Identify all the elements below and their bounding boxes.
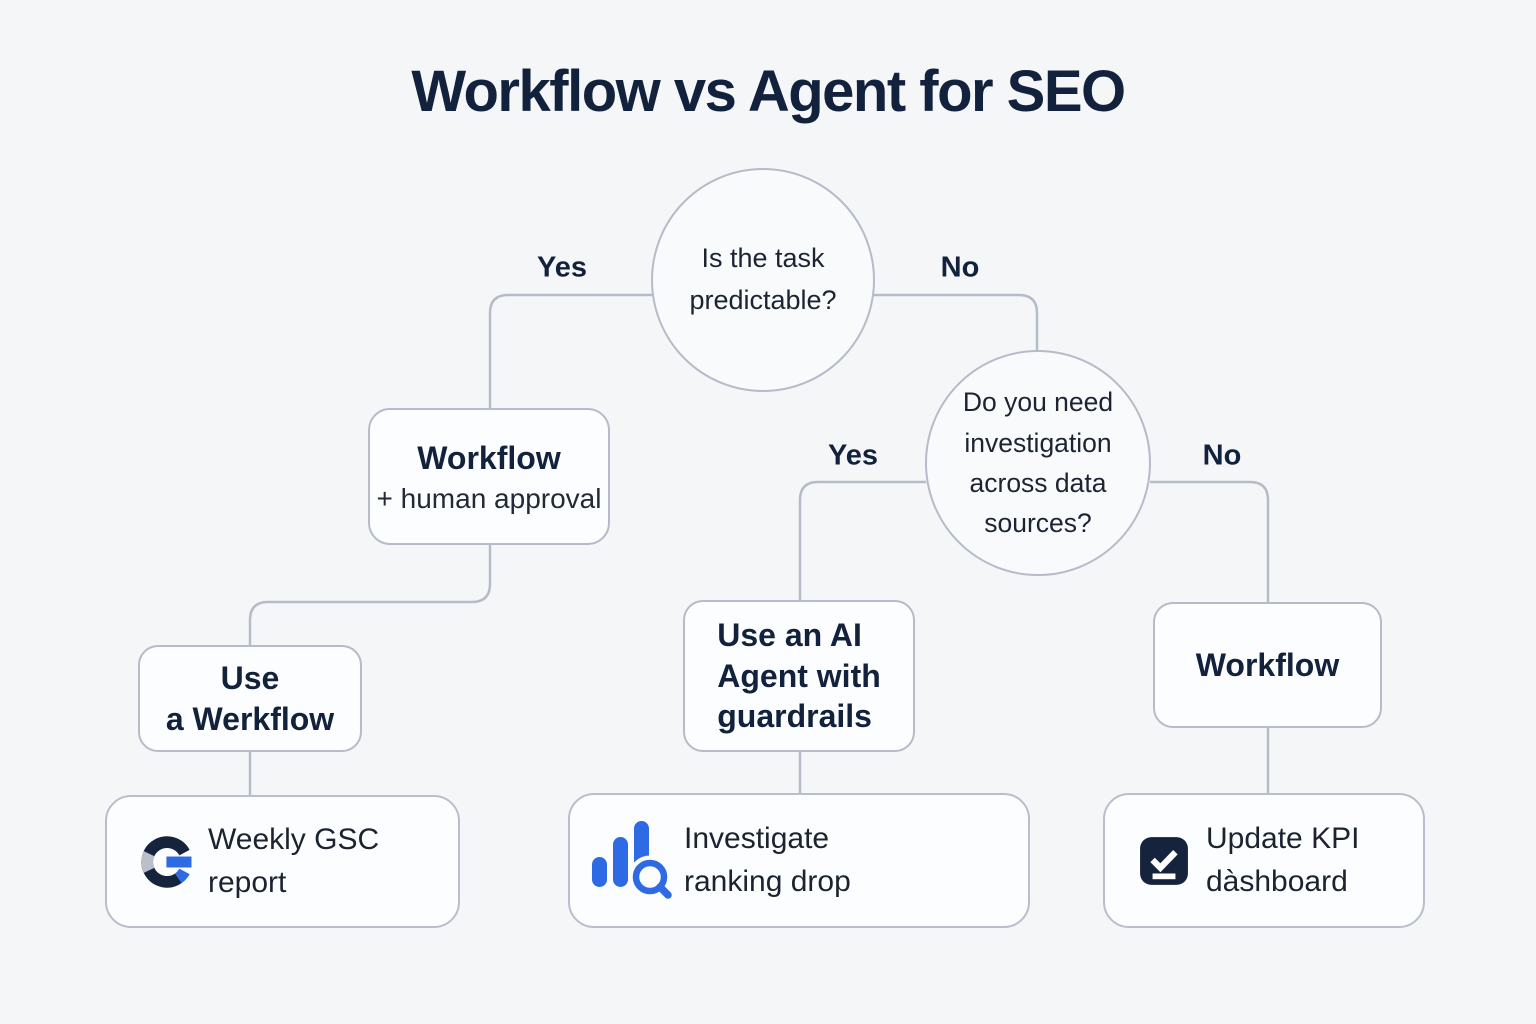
root-no-label: No (940, 251, 980, 284)
edge-second-no (1150, 480, 1270, 602)
edge-approval-to-useworkflow (248, 545, 492, 645)
node-ai-agent-line1: Use an AI (717, 616, 862, 653)
edge-second-yes (798, 480, 926, 600)
node-workflow-human-approval-subtitle: + human approval (376, 482, 602, 514)
decision-need-investigation-text: Do you need investigation across data so… (962, 387, 1114, 539)
kpi-text-line1: Update KPI (1206, 821, 1360, 855)
example-update-kpi-dashboard: Update KPI dàshboard (1103, 793, 1425, 928)
kpi-text-line2: dàshboard (1206, 864, 1348, 898)
node-workflow-human-approval: Workflow + human approval (368, 408, 610, 545)
check-square-icon (1139, 835, 1189, 887)
google-g-icon (139, 834, 195, 890)
node-use-workflow-line1: Use (220, 659, 280, 696)
second-yes-label: Yes (828, 439, 878, 472)
decision-task-predictable: Is the task predictable? (651, 168, 875, 392)
edge-root-yes (488, 293, 652, 408)
node-use-workflow: Use a Werkflow (138, 645, 362, 752)
investigate-text-line2: ranking drop (684, 864, 851, 898)
example-update-kpi-dashboard-text: Update KPI dàshboard (1206, 818, 1359, 903)
investigate-text-line1: Investigate (684, 821, 830, 855)
decision-task-predictable-text: Is the task predictable? (689, 243, 837, 315)
decision-need-investigation: Do you need investigation across data so… (925, 350, 1151, 576)
root-yes-label: Yes (537, 251, 587, 284)
bar-chart-search-icon (590, 819, 674, 903)
node-workflow-human-approval-title: Workflow (417, 440, 561, 477)
gsc-text-line2: report (208, 865, 287, 899)
node-ai-agent-line3: guardrails (717, 698, 872, 735)
example-investigate-ranking-drop: Investigate ranking drop (568, 793, 1030, 928)
node-ai-agent-line2: Agent with (717, 657, 881, 694)
node-ai-agent-guardrails: Use an AI Agent with guardrails (683, 600, 915, 752)
edge-root-no (874, 293, 1039, 353)
node-workflow-plain: Workflow (1153, 602, 1382, 728)
page-title: Workflow vs Agent for SEO (411, 59, 1126, 124)
second-no-label: No (1202, 439, 1242, 472)
example-weekly-gsc-report: Weekly GSC report (105, 795, 460, 928)
gsc-text-line1: Weekly GSC (208, 822, 380, 856)
node-use-workflow-line2: a Werkflow (165, 700, 335, 737)
example-weekly-gsc-report-text: Weekly GSC report (208, 819, 379, 904)
node-workflow-plain-label: Workflow (1195, 646, 1340, 683)
example-investigate-ranking-drop-text: Investigate ranking drop (684, 818, 851, 903)
